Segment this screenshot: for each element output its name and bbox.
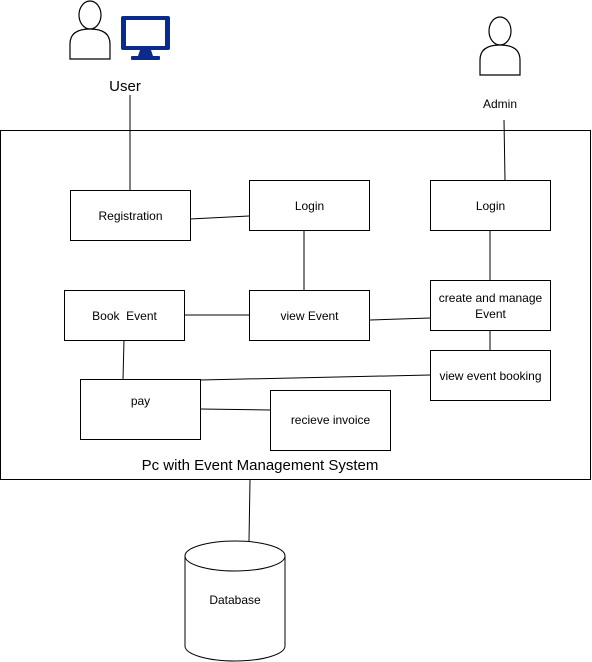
book-event-box: Book Event bbox=[64, 290, 185, 341]
user-label: User bbox=[109, 78, 141, 95]
system-label: Pc with Event Management System bbox=[141, 457, 379, 474]
login-admin-box: Login bbox=[430, 180, 551, 231]
connector-view-event-create bbox=[369, 317, 431, 321]
connector-pay-invoice bbox=[199, 408, 271, 411]
view-event-booking-box: view event booking bbox=[430, 350, 551, 401]
registration-box: Registration bbox=[70, 190, 191, 241]
database-label: Database bbox=[209, 593, 261, 607]
monitor-icon bbox=[121, 16, 170, 60]
connector-system-database bbox=[248, 479, 251, 542]
login-user-box: Login bbox=[249, 180, 370, 231]
admin-person-icon bbox=[479, 16, 521, 76]
recieve-invoice-box: recieve invoice bbox=[270, 390, 391, 451]
connector-pay-view-booking bbox=[199, 374, 431, 381]
create-manage-event-box: create and manage Event bbox=[430, 280, 551, 331]
pay-box: pay bbox=[80, 379, 201, 440]
connector-admin-login bbox=[503, 119, 506, 181]
database-cylinder bbox=[184, 540, 286, 662]
admin-label: Admin bbox=[482, 97, 517, 111]
view-event-box: view Event bbox=[249, 290, 370, 341]
user-person-icon bbox=[69, 0, 111, 60]
connector-registration-login bbox=[189, 215, 250, 220]
connector-book-pay bbox=[122, 339, 125, 380]
